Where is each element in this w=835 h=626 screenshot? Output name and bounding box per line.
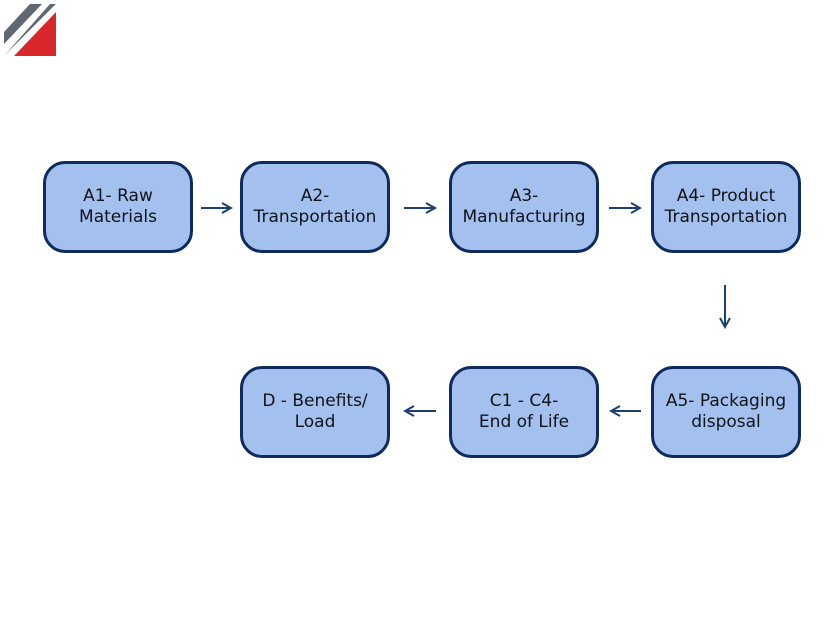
node-a2-label: A2- Transportation	[253, 186, 377, 227]
node-a5-label: A5- Packaging disposal	[665, 391, 787, 432]
node-a5-packaging-disposal: A5- Packaging disposal	[651, 366, 801, 458]
node-a2-transportation: A2- Transportation	[240, 161, 390, 253]
brand-logo-icon	[4, 4, 56, 56]
node-a3-manufacturing: A3- Manufacturing	[449, 161, 599, 253]
node-c1-c4-end-of-life: C1 - C4- End of Life	[449, 366, 599, 458]
node-a3-label: A3- Manufacturing	[462, 186, 586, 227]
node-c-label: C1 - C4- End of Life	[478, 391, 570, 432]
node-a4-product-transportation: A4- Product Transportation	[651, 161, 801, 253]
node-a4-label: A4- Product Transportation	[664, 186, 788, 227]
node-a1-raw-materials: A1- Raw Materials	[43, 161, 193, 253]
node-d-label: D - Benefits/ Load	[262, 391, 368, 432]
node-d-benefits-load: D - Benefits/ Load	[240, 366, 390, 458]
node-a1-label: A1- Raw Materials	[79, 186, 157, 227]
